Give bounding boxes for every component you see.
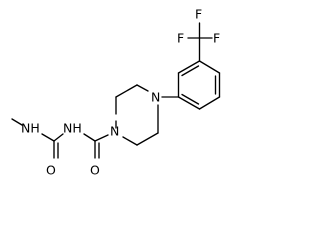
bond-n-carbonyl [94, 134, 109, 142]
urea-oxygen-label: O [46, 163, 56, 178]
bond-pip-5 [122, 136, 138, 146]
methyl-nh-label: NH [21, 121, 40, 136]
fluorine-right-label: F [213, 31, 220, 46]
bond-ring-6-inner [181, 65, 200, 77]
bond-nh-urea [53, 133, 64, 142]
bond-ring-3 [198, 96, 221, 110]
piperazine-n-aryl-label: N [151, 90, 160, 105]
fluorine-left-label: F [177, 31, 184, 46]
bond-urea-nh [41, 133, 55, 142]
bond-pip-1 [136, 84, 149, 92]
bond-pip-6 [136, 132, 159, 146]
bond-carbonyl-nh [83, 133, 96, 142]
linker-nh-label: NH [63, 121, 82, 136]
structure-canvas: F F F N N O O NH NH [11, 7, 221, 178]
molecule-drawing: F F F N N O O NH NH [11, 7, 221, 178]
fluorine-top-label: F [195, 7, 202, 22]
bond-ring-4 [177, 96, 201, 110]
bond-ring-6 [177, 60, 201, 74]
piperazine-n-carbonyl-label: N [110, 124, 119, 139]
bond-ring-1 [198, 60, 221, 74]
bond-ring-4-inner [181, 93, 200, 105]
bond-pip-2 [115, 84, 138, 98]
amide-oxygen-label: O [90, 163, 100, 178]
bond-methyl [11, 118, 23, 126]
